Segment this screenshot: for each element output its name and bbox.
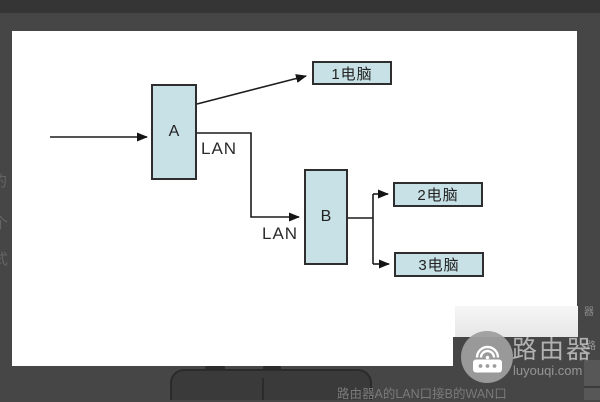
pc3-label: 3电脑 xyxy=(418,257,460,274)
node-pc2: 2电脑 xyxy=(393,182,483,207)
arrow-a-to-pc1 xyxy=(196,74,307,105)
node-router-a: A xyxy=(151,84,197,180)
thumbnail-divider xyxy=(584,386,600,388)
lan-port-label-a: LAN xyxy=(201,139,238,158)
watermark-brand: 路由器 xyxy=(512,336,594,364)
clipped-text-fragment: 路 xyxy=(586,341,596,352)
arrow-a-lan-to-b xyxy=(197,132,300,222)
diagram-connectors xyxy=(50,74,390,269)
clipped-text-fragment: 式 xyxy=(0,251,9,268)
router-photo-antenna xyxy=(205,366,225,371)
router-photo-cable xyxy=(262,378,264,400)
router-b-label: B xyxy=(320,208,332,225)
router-a-label: A xyxy=(168,123,180,140)
pc1-label: 1电脑 xyxy=(331,65,373,83)
watermark-badge xyxy=(461,331,513,383)
pc2-label: 2电脑 xyxy=(417,187,459,204)
router-photo-antenna xyxy=(263,366,281,371)
thumbnail-strip[interactable] xyxy=(584,360,600,400)
dimmed-router-photo[interactable] xyxy=(170,369,372,400)
lan-port-label-b: LAN xyxy=(262,224,299,243)
router-icon xyxy=(473,345,502,373)
node-router-b: B xyxy=(304,169,348,265)
node-pc1: 1电脑 xyxy=(312,61,392,85)
image-caption: 路由器A的LAN口接B的WAN口 xyxy=(337,387,507,401)
clipped-text-fragment: 个 xyxy=(0,215,9,232)
node-pc3: 3电脑 xyxy=(394,252,484,277)
clipped-text-fragment: 的 xyxy=(0,174,7,189)
viewer-top-bar xyxy=(0,0,600,13)
clipped-text-fragment: 器 xyxy=(584,307,594,318)
watermark-domain: luyouqi.com xyxy=(513,363,583,378)
